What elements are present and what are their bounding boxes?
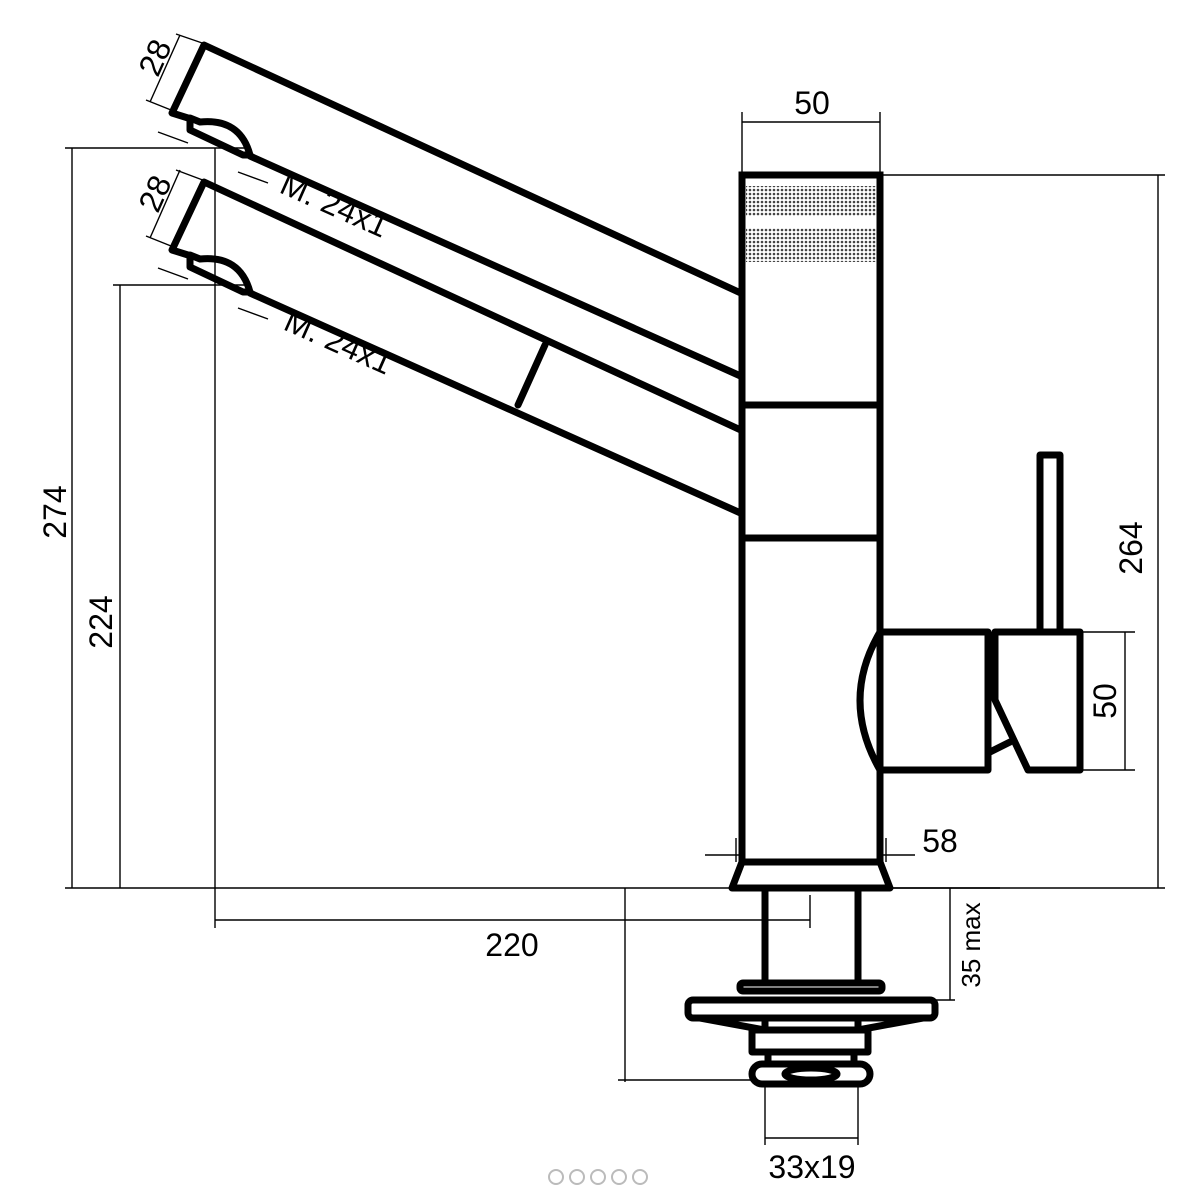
thread-lower-label: M. 24x1 (279, 302, 398, 381)
thread-upper-label: M. 24x1 (275, 165, 394, 244)
dim-reach: 220 (485, 927, 538, 963)
knurled-band (746, 186, 876, 216)
pager-dot-active[interactable] (548, 1169, 564, 1185)
dim-lower-spout-diameter: 28 (131, 170, 178, 217)
knurled-band (746, 228, 876, 262)
dim-deck-thickness: 35 max (956, 902, 986, 987)
dim-total-height: 274 (37, 485, 73, 538)
dimension-labels: 50 264 50 58 274 224 220 35 max 33x19 28… (37, 34, 1149, 1185)
faucet-body (728, 171, 894, 892)
dim-handle-height: 50 (1087, 683, 1123, 719)
dim-hose-connection: 33x19 (768, 1149, 855, 1185)
dim-base-diameter: 58 (922, 823, 958, 859)
handle (856, 451, 1084, 774)
image-pager (548, 1169, 648, 1185)
dimension-lines (65, 33, 1165, 1145)
mounting-kit (684, 884, 939, 1088)
dim-upper-spout-diameter: 28 (131, 34, 178, 81)
dim-spout-height: 224 (83, 595, 119, 648)
dim-body-width: 50 (794, 85, 830, 121)
pager-dot[interactable] (569, 1169, 585, 1185)
pager-dot[interactable] (632, 1169, 648, 1185)
pager-dot[interactable] (590, 1169, 606, 1185)
pager-dot[interactable] (611, 1169, 627, 1185)
dim-body-height: 264 (1113, 521, 1149, 574)
